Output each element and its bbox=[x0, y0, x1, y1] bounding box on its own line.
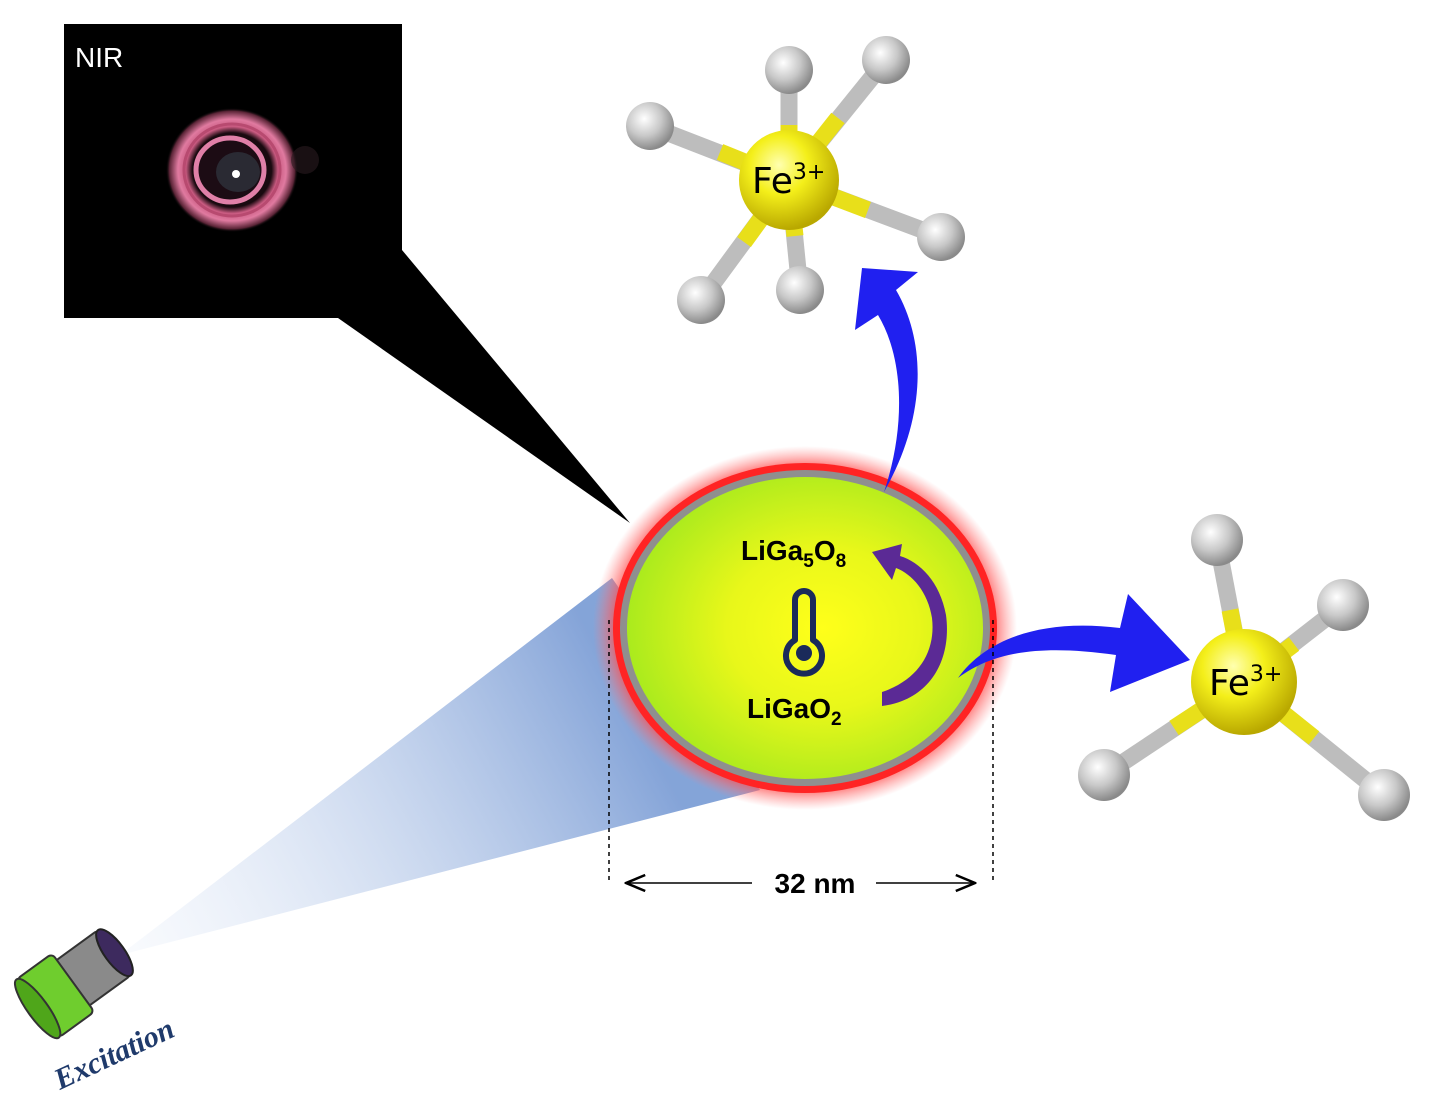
phase-transition-arrow bbox=[872, 544, 947, 706]
nir-label: NIR bbox=[75, 42, 123, 73]
formula-ligа5o8: LiGa5O8 bbox=[741, 535, 846, 572]
nir-photo-inset: NIR bbox=[64, 24, 402, 318]
scale-bar: 32 nm bbox=[608, 620, 994, 899]
fe-complex-right: Fe3+ bbox=[1078, 514, 1410, 821]
fe-complex-top: Fe3+ bbox=[626, 36, 965, 324]
fe-ion-label-top: Fe3+ bbox=[752, 160, 825, 202]
scale-label: 32 nm bbox=[775, 868, 856, 899]
nanoparticle bbox=[593, 446, 1017, 810]
blue-arrow-right bbox=[958, 594, 1190, 692]
thermometer-icon bbox=[783, 588, 825, 677]
formula-ligao2: LiGaO2 bbox=[747, 693, 842, 730]
fe-ion-label-right: Fe3+ bbox=[1209, 662, 1282, 704]
excitation-source bbox=[13, 928, 134, 1040]
blue-arrow-up bbox=[855, 268, 918, 492]
inset-callout-wedge bbox=[338, 250, 630, 523]
